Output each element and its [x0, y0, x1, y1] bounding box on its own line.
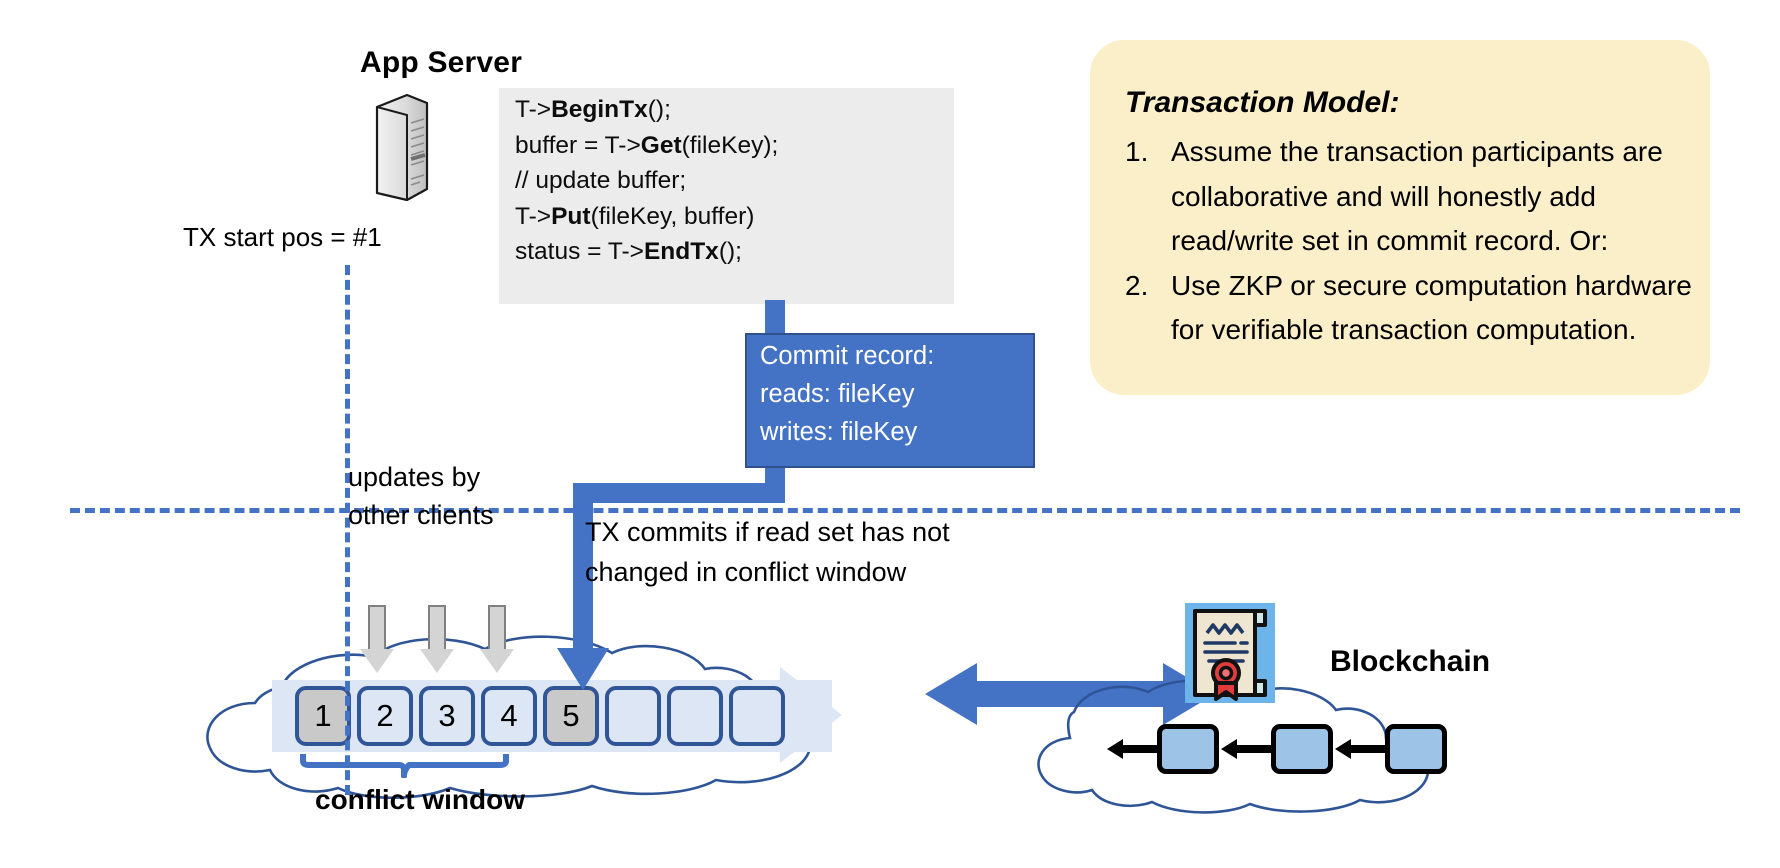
code-post: (); [718, 238, 742, 265]
list-text: Use ZKP or secure computation hardware f… [1171, 269, 1692, 346]
code-pre: T-> [515, 202, 552, 230]
commit-record-box [745, 333, 1035, 468]
app-server-title: App Server [360, 46, 523, 79]
ledger-box[interactable] [729, 686, 785, 746]
code-line: status = T->EndTx(); [515, 234, 955, 270]
updates-by-other-clients-label: updates by other clients [348, 458, 494, 534]
tx-start-pos-label: TX start pos = #1 [183, 222, 382, 252]
commit-record-line: writes: fileKey [760, 418, 918, 446]
code-snippet-background [499, 88, 954, 304]
commit-arrow-segment [573, 483, 593, 658]
blockchain-label: Blockchain [1330, 645, 1491, 678]
blockchain-block[interactable] [1271, 724, 1333, 774]
conflict-window-label: conflict window [315, 784, 525, 815]
blockchain-block[interactable] [1157, 724, 1219, 774]
horizontal-dashed-separator [70, 508, 1740, 513]
blockchain-block-chain [1105, 724, 1447, 774]
code-post: (); [647, 96, 671, 123]
code-bold: Get [640, 131, 682, 159]
commit-arrow-head-icon [557, 648, 609, 690]
code-pre: // update buffer; [515, 167, 687, 194]
server-tower-icon [375, 93, 429, 202]
transaction-model-item: 1. Assume the transaction participants a… [1125, 130, 1700, 264]
bidirectional-sync-arrow-icon [925, 663, 1215, 725]
updates-label-line: updates by [348, 462, 481, 492]
updates-label-line: other clients [348, 500, 494, 530]
transaction-model-item: 2. Use ZKP or secure computation hardwar… [1125, 264, 1700, 353]
ledger-box[interactable] [667, 686, 723, 746]
list-text: Assume the transaction participants are … [1171, 136, 1663, 256]
conflict-window-brace [300, 754, 509, 778]
list-number: 2. [1125, 269, 1149, 301]
code-bold: Put [551, 202, 591, 230]
commit-record-text: Commit record: reads: fileKey writes: fi… [760, 337, 1035, 451]
commit-record-line: reads: fileKey [760, 380, 915, 408]
ledger-box[interactable]: 5 [543, 686, 599, 746]
tx-start-dashed-line [345, 265, 350, 795]
transaction-model-list: 1. Assume the transaction participants a… [1125, 130, 1700, 353]
code-line: T->BeginTx(); [515, 92, 955, 128]
code-line: buffer = T->Get(fileKey); [515, 128, 955, 164]
code-pre: status = T-> [515, 238, 644, 265]
code-line: T->Put(fileKey, buffer) [515, 199, 955, 235]
ledger-continues-arrow [780, 667, 842, 763]
ledger-box[interactable]: 2 [357, 686, 413, 746]
code-line: // update buffer; [515, 163, 955, 199]
code-post: (fileKey); [681, 131, 779, 159]
ledger-box[interactable]: 3 [419, 686, 475, 746]
tx-commit-line: changed in conflict window [585, 557, 907, 587]
code-pre: buffer = T-> [515, 131, 641, 159]
chain-link-arrow-icon [1107, 739, 1157, 759]
transaction-model-callout [1090, 40, 1710, 395]
chain-link-arrow-icon [1335, 739, 1385, 759]
transaction-model-title: Transaction Model: [1125, 86, 1400, 119]
commit-arrow-segment [573, 483, 785, 503]
ledger-box[interactable] [605, 686, 661, 746]
code-snippet: T->BeginTx(); buffer = T->Get(fileKey); … [515, 92, 955, 270]
ledger-box[interactable]: 1 [295, 686, 351, 746]
update-arrow-icon [360, 605, 394, 673]
tx-commit-line: TX commits if read set has not [585, 517, 950, 547]
list-number: 1. [1125, 136, 1149, 167]
code-pre: T-> [515, 96, 552, 123]
chain-link-arrow-icon [1221, 739, 1271, 759]
blockchain-block[interactable] [1385, 724, 1447, 774]
certificate-seal-icon [1185, 603, 1275, 703]
code-bold: BeginTx [551, 96, 648, 123]
code-post: (fileKey, buffer) [590, 202, 755, 230]
code-bold: EndTx [643, 238, 719, 265]
ledger-box[interactable]: 4 [481, 686, 537, 746]
update-arrow-icon [420, 605, 454, 673]
commit-record-line: Commit record: [760, 342, 935, 370]
ledger-box-row: 1 2 3 4 5 [295, 686, 785, 746]
update-arrow-icon [480, 605, 514, 673]
tx-commit-condition-label: TX commits if read set has not changed i… [585, 512, 950, 592]
